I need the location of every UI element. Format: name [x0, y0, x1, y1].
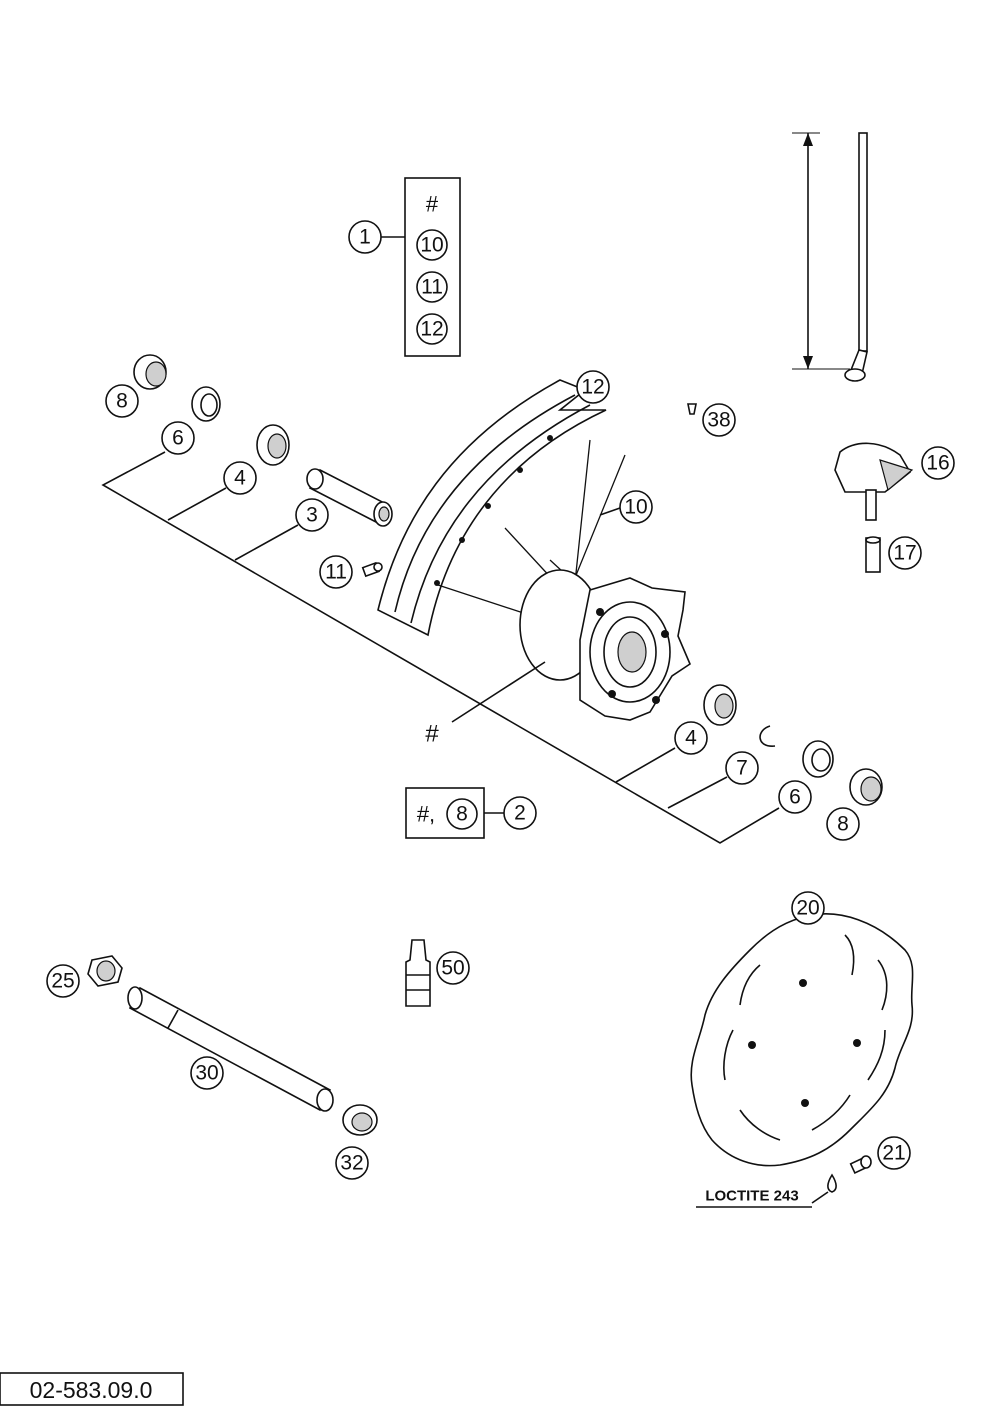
callout-3[interactable]: 3 — [295, 498, 329, 532]
callout-25[interactable]: 25 — [46, 964, 80, 998]
bearing-4-left — [256, 424, 290, 466]
hub — [519, 569, 691, 721]
loctite-label-box: LOCTITE 243 — [696, 1185, 812, 1208]
callout-20[interactable]: 20 — [791, 891, 825, 925]
svg-text:16: 16 — [926, 452, 949, 475]
callout-12[interactable]: 12 — [576, 370, 610, 404]
callout-6-right[interactable]: 6 — [778, 780, 812, 814]
brake-disc-20 — [690, 913, 914, 1167]
kit-2-hash: #, — [417, 802, 435, 827]
callout-4-left[interactable]: 4 — [223, 461, 257, 495]
seal-6-right — [802, 740, 834, 778]
screw-21 — [849, 1155, 872, 1174]
svg-text:32: 32 — [340, 1152, 363, 1175]
hub-hash-label: # — [425, 721, 439, 748]
svg-text:25: 25 — [51, 970, 74, 993]
svg-text:2: 2 — [514, 802, 526, 825]
svg-text:30: 30 — [195, 1062, 218, 1085]
bearing-4-right — [703, 684, 737, 726]
diagram-code-box: 02-583.09.0 — [0, 1372, 184, 1406]
spacer-32 — [342, 1104, 378, 1136]
svg-text:1: 1 — [359, 226, 371, 249]
callout-16[interactable]: 16 — [921, 446, 955, 480]
svg-text:21: 21 — [882, 1142, 905, 1165]
svg-text:6: 6 — [172, 427, 184, 450]
callout-1[interactable]: 1 — [348, 220, 382, 254]
callout-50[interactable]: 50 — [436, 951, 470, 985]
nipple-11 — [361, 561, 383, 578]
svg-text:10: 10 — [624, 496, 647, 519]
svg-text:8: 8 — [116, 390, 128, 413]
svg-text:38: 38 — [707, 409, 730, 432]
svg-text:50: 50 — [441, 957, 464, 980]
svg-text:17: 17 — [893, 542, 916, 565]
callout-8-right[interactable]: 8 — [826, 807, 860, 841]
nut-17 — [865, 536, 881, 573]
circlip-7 — [759, 725, 776, 747]
svg-text:20: 20 — [796, 897, 819, 920]
callout-4-right[interactable]: 4 — [674, 721, 708, 755]
svg-text:11: 11 — [421, 276, 443, 299]
kit-2-box: #, 8 — [405, 787, 504, 839]
callout-38[interactable]: 38 — [702, 403, 736, 437]
nut-25 — [87, 955, 123, 987]
callout-21[interactable]: 21 — [877, 1136, 911, 1170]
svg-text:11: 11 — [325, 561, 347, 584]
svg-text:3: 3 — [306, 504, 318, 527]
kit-1-item-12[interactable]: 12 — [416, 313, 448, 345]
loctite-drop-icon — [827, 1173, 837, 1193]
kit-1-box: # 10 11 12 — [381, 177, 461, 357]
valve-cap-38 — [687, 403, 697, 415]
callout-2[interactable]: 2 — [503, 796, 537, 830]
svg-text:7: 7 — [736, 757, 748, 780]
callout-6-left[interactable]: 6 — [161, 421, 195, 455]
diagram-code: 02-583.09.0 — [30, 1377, 153, 1403]
axle-30 — [127, 986, 334, 1112]
svg-text:10: 10 — [420, 234, 443, 257]
rim-12 — [377, 379, 607, 637]
seal-6-left — [191, 386, 221, 422]
svg-text:6: 6 — [789, 786, 801, 809]
callout-7[interactable]: 7 — [725, 751, 759, 785]
callout-8-left[interactable]: 8 — [105, 384, 139, 418]
callout-32[interactable]: 32 — [335, 1146, 369, 1180]
kit-2-item-8[interactable]: 8 — [446, 798, 478, 830]
bushing-8-left — [133, 354, 167, 390]
svg-text:8: 8 — [456, 803, 468, 826]
spacer-3 — [306, 468, 393, 527]
callout-11[interactable]: 11 — [319, 555, 353, 589]
svg-text:4: 4 — [685, 727, 697, 750]
loctite-label: LOCTITE 243 — [705, 1188, 798, 1205]
kit-1-hash: # — [426, 192, 439, 217]
svg-text:12: 12 — [420, 318, 443, 341]
callout-10[interactable]: 10 — [619, 490, 653, 524]
svg-text:12: 12 — [581, 376, 604, 399]
callout-30[interactable]: 30 — [190, 1056, 224, 1090]
callout-17[interactable]: 17 — [888, 536, 922, 570]
kit-1-item-11[interactable]: 11 — [416, 271, 448, 303]
grease-tube-50 — [405, 939, 431, 1007]
svg-text:8: 8 — [837, 813, 849, 836]
svg-text:4: 4 — [234, 467, 246, 490]
spoke-part — [792, 132, 868, 382]
bushing-8-right — [849, 768, 883, 806]
kit-1-item-10[interactable]: 10 — [416, 229, 448, 261]
rim-lock-16 — [834, 442, 914, 521]
